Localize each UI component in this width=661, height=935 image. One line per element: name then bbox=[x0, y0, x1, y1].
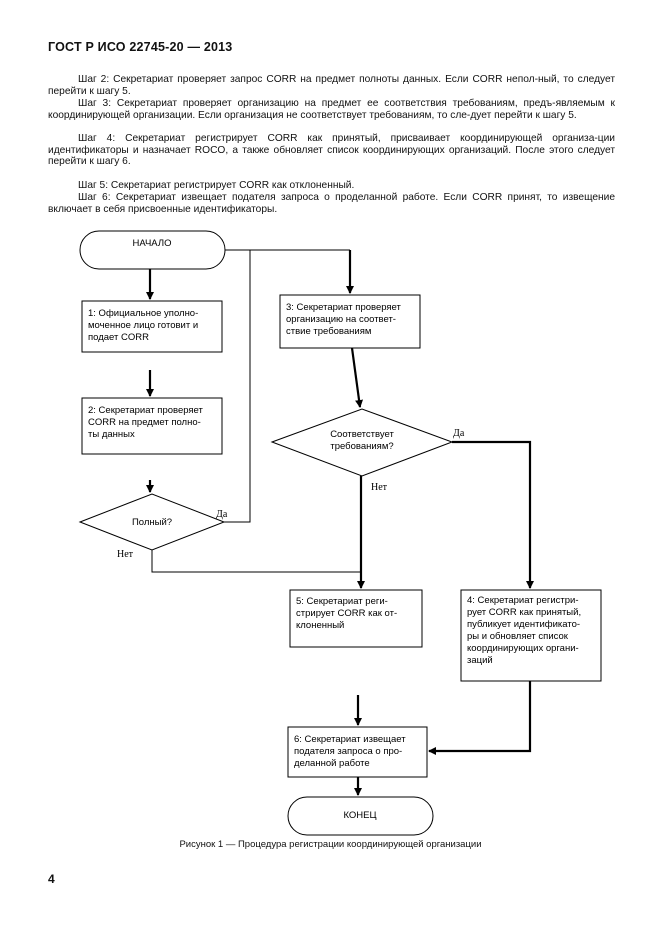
step-2-line-1: 2: Секретариат проверяет bbox=[88, 405, 204, 416]
document-header: ГОСТ Р ИСО 22745-20 — 2013 bbox=[48, 40, 233, 54]
end-terminal: КОНЕЦ bbox=[287, 796, 434, 836]
step-4-line-1: 4: Секретариат регистри- bbox=[467, 595, 579, 606]
figure-caption: Рисунок 1 — Процедура регистрации коорди… bbox=[179, 839, 482, 850]
step-5-line-1: 5: Секретариат реги- bbox=[296, 596, 388, 607]
step-5-box: 5: Секретариат реги- стрирует CORR как о… bbox=[289, 589, 423, 648]
completeness-yes-label: Да bbox=[216, 509, 228, 520]
step-3-box: 3: Секретариат проверяет организацию на … bbox=[279, 294, 421, 349]
step-4-line-2: рует CORR как принятый, bbox=[467, 607, 581, 618]
step-3-line-2: организацию на соответ- bbox=[286, 314, 396, 325]
step-2-line-3: ты данных bbox=[88, 429, 135, 440]
step-5-line-2: стрирует CORR как от- bbox=[296, 608, 397, 619]
flow-connectors bbox=[146, 249, 534, 796]
step-6-paragraph: Шаг 6: Секретариат извещает подателя зап… bbox=[48, 192, 615, 215]
step-6-line-1: 6: Секретариат извещает bbox=[294, 734, 406, 745]
requirements-question-line-2: требованиям? bbox=[330, 441, 393, 452]
step-1-line-2: моченное лицо готовит и bbox=[88, 320, 198, 331]
page-number: 4 bbox=[48, 872, 55, 886]
completeness-question: Полный? bbox=[132, 517, 172, 528]
step-4-box: 4: Секретариат регистри- рует CORR как п… bbox=[460, 589, 602, 682]
step-3-paragraph: Шаг 3: Секретариат проверяет организацию… bbox=[48, 98, 615, 121]
end-label: КОНЕЦ bbox=[343, 810, 376, 821]
step-5-line-3: клоненный bbox=[296, 620, 344, 631]
step-2-box: 2: Секретариат проверяет CORR на предмет… bbox=[81, 397, 223, 455]
step-4-line-6: заций bbox=[467, 655, 493, 666]
step-1-line-3: подает CORR bbox=[88, 332, 149, 343]
step-6-line-3: деланной работе bbox=[294, 758, 370, 769]
step-1-line-1: 1: Официальное уполно- bbox=[88, 308, 198, 319]
step-1-box: 1: Официальное уполно- моченное лицо гот… bbox=[81, 300, 223, 353]
step-3-line-1: 3: Секретариат проверяет bbox=[286, 302, 402, 313]
requirements-yes-label: Да bbox=[453, 428, 465, 439]
start-terminal: НАЧАЛО bbox=[79, 230, 226, 270]
step-4-line-5: координирующих органи- bbox=[467, 643, 579, 654]
step-6-box: 6: Секретариат извещает подателя запроса… bbox=[287, 726, 428, 778]
requirements-question-line-1: Соответствует bbox=[330, 429, 394, 440]
completeness-no-label: Нет bbox=[117, 549, 134, 560]
step-4-line-4: ры и обновляет список bbox=[467, 631, 569, 642]
step-4-paragraph: Шаг 4: Секретариат регистрирует CORR как… bbox=[48, 133, 615, 168]
completeness-decision: Полный? bbox=[78, 493, 226, 551]
requirements-decision: Соответствует требованиям? bbox=[270, 408, 454, 477]
step-2-line-2: CORR на предмет полно- bbox=[88, 417, 201, 428]
step-5-paragraph: Шаг 5: Секретариат регистрирует CORR как… bbox=[78, 180, 355, 191]
start-label: НАЧАЛО bbox=[133, 238, 172, 249]
requirements-no-label: Нет bbox=[371, 482, 388, 493]
step-4-line-3: публикует идентификато- bbox=[467, 619, 580, 630]
step-2-paragraph: Шаг 2: Секретариат проверяет запрос CORR… bbox=[48, 74, 615, 97]
step-6-line-2: подателя запроса о про- bbox=[294, 746, 402, 757]
step-3-line-3: ствие требованиям bbox=[286, 326, 371, 337]
